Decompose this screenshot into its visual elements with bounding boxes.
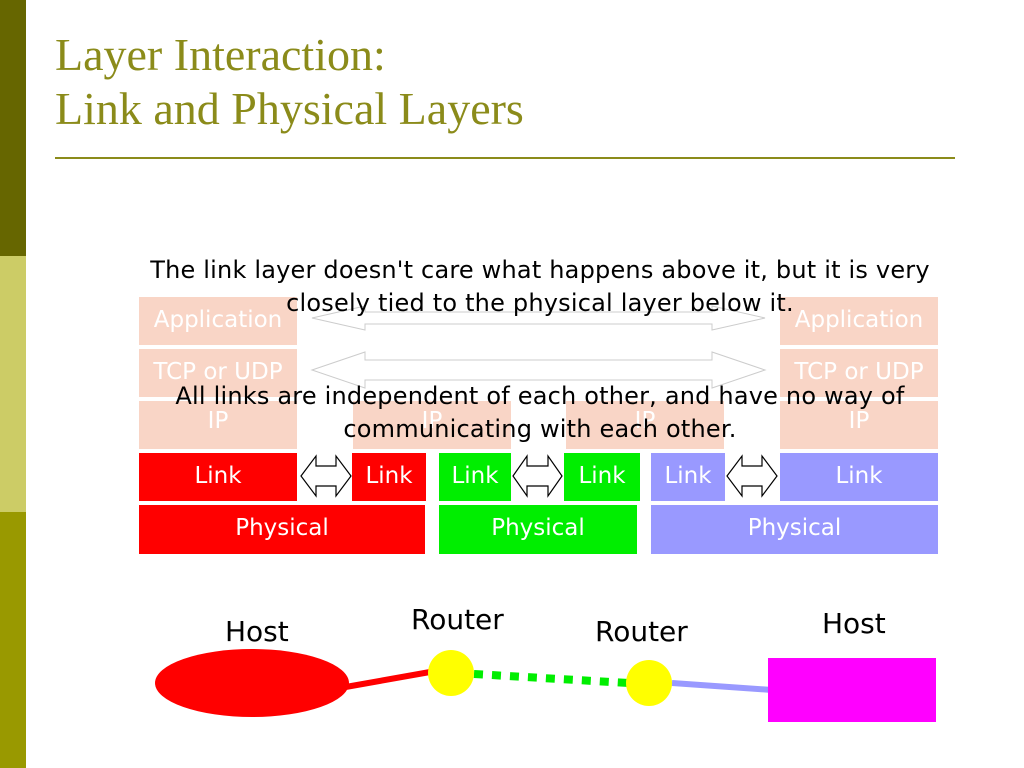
layer-label-application: Application bbox=[794, 307, 924, 333]
host-right-link-layer: Link bbox=[779, 452, 939, 502]
router-1-shape bbox=[428, 650, 474, 696]
host-left-ip-layer: IP bbox=[138, 400, 298, 450]
router1-link-layer-left: Link bbox=[351, 452, 427, 502]
slide-title-line1: Layer Interaction: bbox=[55, 29, 386, 80]
layer-label-physical: Physical bbox=[491, 515, 585, 541]
link-arrow-green bbox=[512, 454, 563, 498]
link-arrow-red bbox=[300, 454, 352, 498]
transport-layer-arrow bbox=[310, 351, 767, 389]
router1-ip-layer: IP bbox=[352, 400, 512, 450]
layer-label-application: Application bbox=[153, 307, 283, 333]
link-arrow-blue bbox=[726, 454, 778, 498]
router2-link-layer-right: Link bbox=[650, 452, 726, 502]
layer-label-ip: IP bbox=[848, 408, 870, 434]
layer-label-transport: TCP or UDP bbox=[153, 359, 283, 385]
host-left-transport-layer: TCP or UDP bbox=[138, 348, 298, 398]
host-right-label: Host bbox=[822, 607, 886, 640]
layer-label-link: Link bbox=[451, 463, 499, 489]
application-layer-arrow bbox=[311, 305, 766, 331]
title-underline bbox=[55, 157, 955, 159]
router-2-label: Router bbox=[595, 615, 688, 648]
sidebar-segment-dark bbox=[0, 0, 26, 256]
router2-ip-layer: IP bbox=[565, 400, 725, 450]
layer-label-ip: IP bbox=[421, 408, 443, 434]
router-1-label: Router bbox=[411, 603, 504, 636]
layer-label-link: Link bbox=[365, 463, 413, 489]
router2-link-layer-left: Link bbox=[563, 452, 641, 502]
host-right-transport-layer: TCP or UDP bbox=[779, 348, 939, 398]
description-paragraph-1: The link layer doesn't care what happens… bbox=[150, 256, 930, 317]
host-right-ip-layer: IP bbox=[779, 400, 939, 450]
layer-label-link: Link bbox=[664, 463, 712, 489]
description-paragraph-2: All links are independent of each other,… bbox=[175, 382, 905, 443]
layer-label-link: Link bbox=[578, 463, 626, 489]
layer-label-transport: TCP or UDP bbox=[794, 359, 924, 385]
slide-title: Layer Interaction: Link and Physical Lay… bbox=[55, 28, 524, 136]
layer-label-ip: IP bbox=[634, 408, 656, 434]
router1-link-layer-right: Link bbox=[438, 452, 512, 502]
host-left-application-layer: Application bbox=[138, 296, 298, 346]
link-line-red bbox=[339, 669, 431, 691]
host-left-link-layer: Link bbox=[138, 452, 298, 502]
physical-layer-segment-3: Physical bbox=[650, 504, 939, 555]
host-right-shape bbox=[768, 658, 936, 722]
slide-title-line2: Link and Physical Layers bbox=[55, 83, 524, 134]
link-line-blue bbox=[671, 680, 773, 693]
host-right-application-layer: Application bbox=[779, 296, 939, 346]
layer-label-physical: Physical bbox=[235, 515, 329, 541]
sidebar-segment-mid bbox=[0, 512, 26, 768]
physical-layer-segment-1: Physical bbox=[138, 504, 426, 555]
sidebar-segment-light bbox=[0, 256, 26, 512]
layer-label-ip: IP bbox=[207, 408, 229, 434]
router-2-shape bbox=[626, 660, 672, 706]
sidebar-accent bbox=[0, 0, 26, 768]
host-left-label: Host bbox=[225, 615, 289, 648]
layer-label-physical: Physical bbox=[747, 515, 842, 541]
host-left-shape bbox=[155, 649, 349, 717]
layer-label-link: Link bbox=[194, 463, 242, 489]
physical-layer-segment-2: Physical bbox=[438, 504, 638, 555]
layer-label-link: Link bbox=[835, 463, 883, 489]
link-line-green-dotted bbox=[473, 670, 629, 687]
